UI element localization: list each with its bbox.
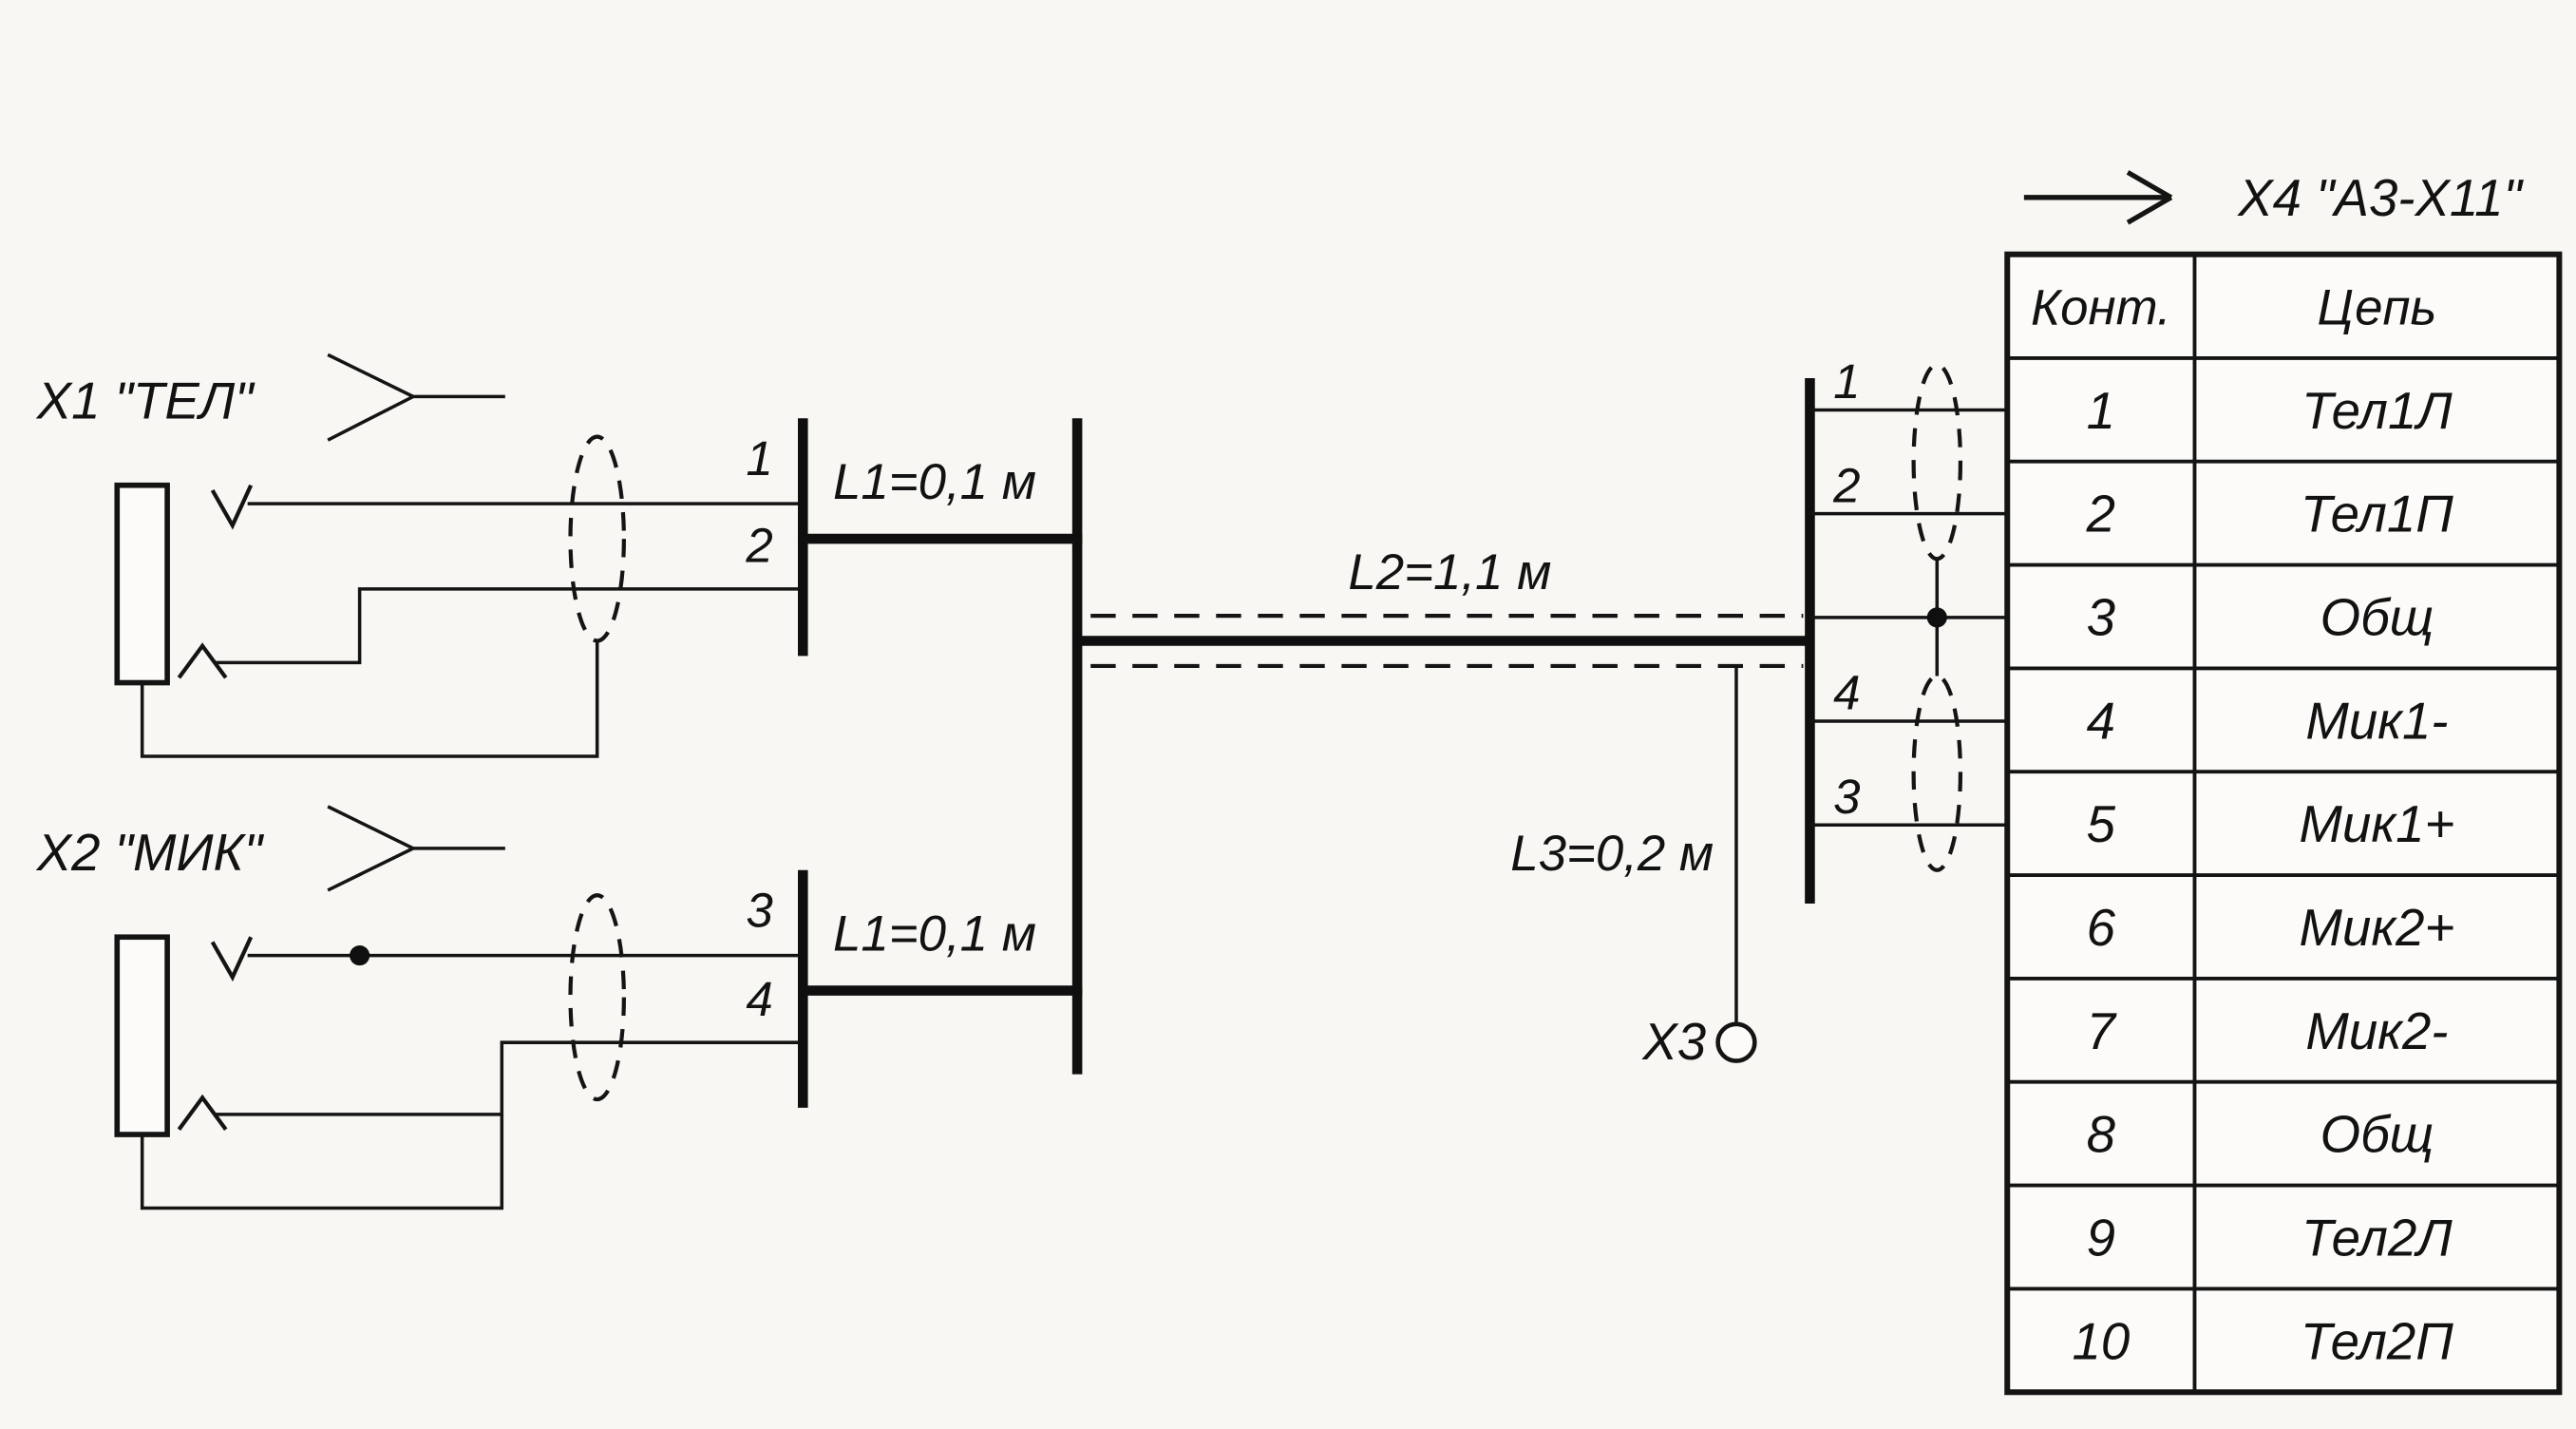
- wire-shield-tel: [140, 642, 599, 758]
- table-row: 9 Тел2Л: [2087, 1210, 2453, 1267]
- wire-1-number: 1: [1833, 354, 1860, 409]
- table-header-contact: Конт.: [2031, 280, 2171, 336]
- twist-shield-oval: [568, 893, 626, 1102]
- table-row: 10 Тел2П: [2073, 1312, 2454, 1370]
- length-l2-label: L2=1,1 м: [1348, 544, 1551, 600]
- jack-ring-contact-icon: [177, 642, 228, 679]
- twist-shield-oval: [1911, 674, 1963, 872]
- contact-number: 5: [2087, 795, 2116, 853]
- x4-arrow-icon: [2023, 170, 2173, 225]
- wire-2-number: 2: [745, 519, 772, 573]
- circuit-name: Мик1-: [2305, 692, 2448, 750]
- table-row: 5 Мик1+: [2087, 795, 2455, 853]
- table-row: 1 Тел1Л: [2087, 382, 2453, 440]
- jack-tip-contact-icon: [210, 484, 254, 530]
- wire-shield-mic: [140, 1114, 504, 1210]
- contact-number: 10: [2073, 1312, 2131, 1370]
- circuit-name: Тел1Л: [2301, 382, 2453, 440]
- jack-ring-contact-icon: [177, 1094, 228, 1132]
- circuit-name: Мик2+: [2300, 899, 2455, 957]
- length-l3-label: L3=0,2 м: [1510, 826, 1714, 882]
- connector-x3-label: X3: [1640, 1013, 1706, 1071]
- contact-number: 8: [2087, 1106, 2116, 1164]
- length-l1-tel-label: L1=0,1 м: [833, 454, 1036, 510]
- wire-2: [216, 587, 799, 665]
- table-row: 4 Мик1-: [2087, 692, 2449, 750]
- circuit-name: Тел2П: [2301, 1312, 2453, 1370]
- jack-plug-body: [114, 934, 170, 1137]
- circuit-name: Тел1П: [2301, 486, 2453, 543]
- table-row: 8 Общ: [2087, 1106, 2434, 1164]
- contact-number: 9: [2087, 1210, 2115, 1267]
- circuit-name: Тел2Л: [2301, 1210, 2453, 1267]
- junction-dot: [350, 945, 370, 966]
- junction-dot: [1926, 607, 1947, 628]
- wire-1-number: 1: [746, 431, 772, 486]
- jack-tip-contact-icon: [210, 936, 254, 982]
- wire-4-number: 4: [1833, 666, 1860, 720]
- wire-4-number: 4: [746, 972, 772, 1026]
- connector-chevron-icon: [327, 352, 505, 442]
- connector-chevron-icon: [327, 805, 505, 892]
- wire-4: [216, 1040, 799, 1116]
- contact-number: 6: [2087, 899, 2116, 957]
- length-l1-mic-label: L1=0,1 м: [833, 905, 1036, 962]
- table-row: 6 Мик2+: [2087, 899, 2455, 957]
- contact-number: 4: [2087, 692, 2115, 750]
- table-border: [2004, 251, 2563, 1396]
- wire-3-number: 3: [746, 884, 772, 938]
- connector-x3-terminal: [1715, 1021, 1757, 1063]
- circuit-name: Общ: [2320, 589, 2434, 647]
- table-header-circuit: Цепь: [2318, 280, 2437, 336]
- connector-x1-label: X1 "ТЕЛ": [35, 372, 256, 429]
- table-row: 3 Общ: [2087, 589, 2434, 647]
- jack-plug-body: [114, 482, 170, 686]
- tel-connector-group: X1 "ТЕЛ" 1 2: [35, 352, 799, 758]
- connector-x4-label: X4 "А3-Х11": [2236, 169, 2524, 227]
- connector-x2-label: X2 "МИК": [35, 824, 265, 882]
- x4-entry-group: 1 2 4 3 X4 "А3-Х11": [1805, 169, 2525, 905]
- pinout-table: Конт. Цепь 1 Тел1Л 2 Тел1П 3 Общ 4 Мик1-…: [2004, 251, 2563, 1396]
- cable-bus-group: L1=0,1 м L1=0,1 м L2=1,1 м L3=0,2 м X3: [798, 418, 1810, 1108]
- circuit-name: Общ: [2320, 1106, 2434, 1164]
- contact-number: 3: [2087, 589, 2115, 647]
- twist-shield-oval: [568, 434, 626, 643]
- contact-number: 1: [2087, 382, 2115, 440]
- circuit-name: Мик2-: [2305, 1002, 2448, 1060]
- circuit-name: Мик1+: [2300, 795, 2455, 853]
- table-row: 7 Мик2-: [2087, 1002, 2449, 1060]
- contact-number: 7: [2087, 1002, 2118, 1060]
- wire-3-number: 3: [1833, 770, 1860, 824]
- contact-number: 2: [2086, 486, 2115, 543]
- wire-2-number: 2: [1832, 458, 1860, 512]
- twist-shield-oval: [1911, 362, 1963, 562]
- table-row: 2 Тел1П: [2086, 486, 2454, 543]
- mic-connector-group: X2 "МИК" 3 4: [35, 805, 799, 1210]
